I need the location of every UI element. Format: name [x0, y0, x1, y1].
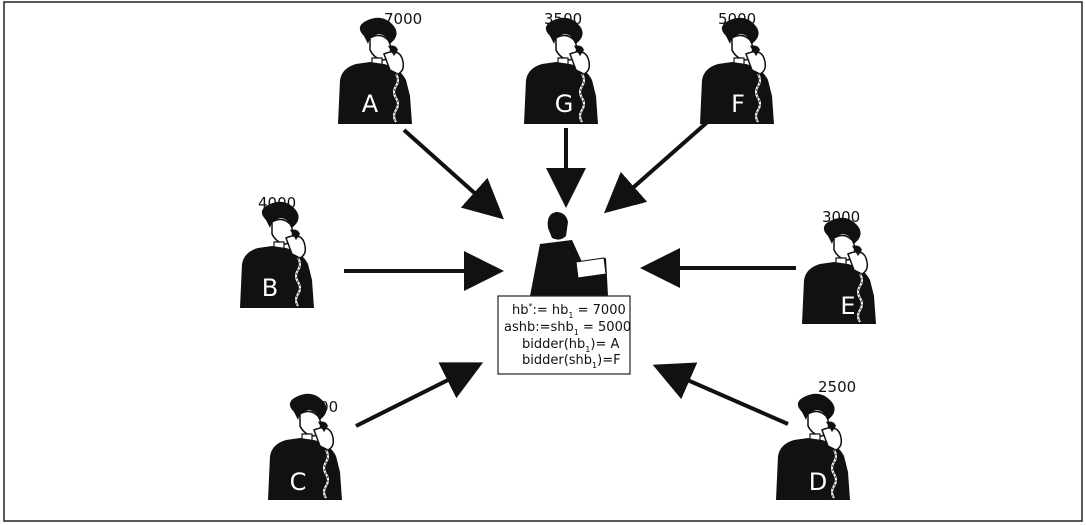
bidder-c: 2000 C	[267, 392, 343, 501]
bid-value-d: 2500	[818, 378, 856, 396]
box-line-4: bidder(shb1)=F	[522, 353, 621, 370]
bidder-letter-g: G	[555, 90, 574, 118]
bidder-g: 3500 G	[523, 10, 599, 125]
arrow-a-to-center	[402, 128, 504, 220]
box-line-2: ashb:=shb1 = 5000	[504, 320, 631, 337]
arrows	[344, 116, 796, 428]
bidder-e: 3000 E	[801, 208, 877, 325]
auctioneer-icon	[530, 212, 608, 296]
bidder-d: 2500 D	[775, 378, 856, 501]
bidder-b: 4000 B	[239, 194, 315, 309]
bidder-letter-c: C	[290, 468, 307, 496]
bidder-letter-a: A	[362, 90, 379, 118]
bidder-a: 7000 A	[337, 10, 422, 125]
auctioneer-box: hb*:= hb1 = 7000 ashb:=shb1 = 5000 bidde…	[497, 295, 631, 375]
box-line-1: hb*:= hb1 = 7000	[512, 302, 626, 320]
bidder-f: 5000 F	[699, 10, 775, 125]
bidder-letter-d: D	[809, 468, 827, 496]
arrow-d-to-center	[652, 362, 789, 426]
arrow-f-to-center	[604, 116, 714, 214]
box-line-3: bidder(hb1)= A	[522, 337, 619, 354]
bidder-letter-e: E	[840, 292, 855, 320]
bidder-letter-f: F	[731, 90, 745, 118]
bid-value-a: 7000	[384, 10, 422, 28]
phone-person-icon	[801, 216, 877, 325]
frame-border	[3, 1, 1083, 522]
info-box-frame	[497, 295, 631, 375]
bidder-letter-b: B	[262, 274, 278, 302]
arrow-c-to-center	[355, 362, 484, 428]
